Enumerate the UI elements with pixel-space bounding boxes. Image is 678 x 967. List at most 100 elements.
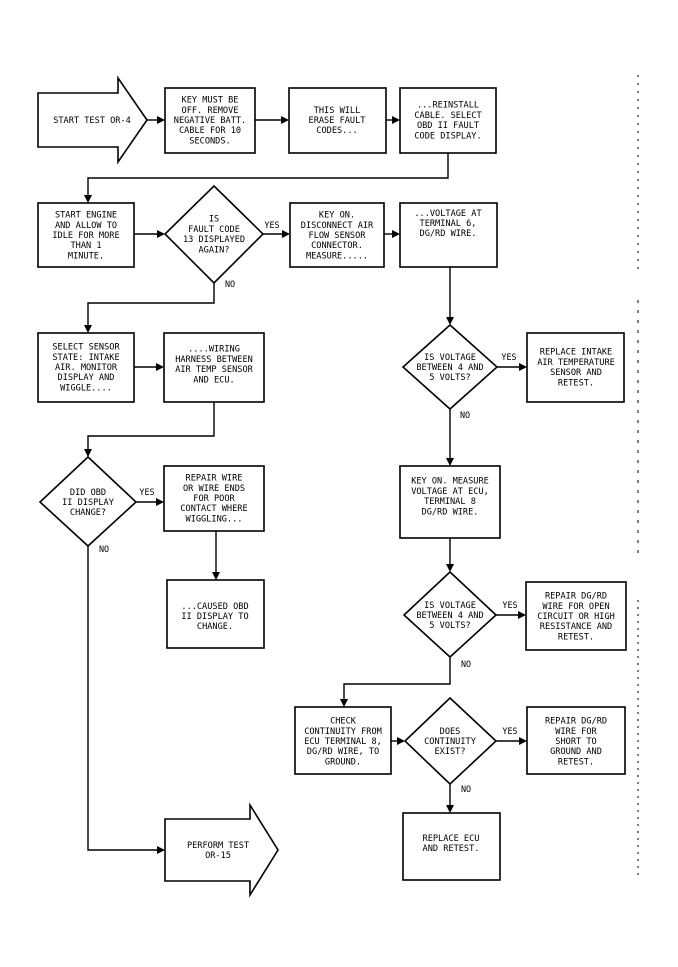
connectors [84,116,527,854]
node-label-line: RETEST. [558,632,594,642]
node-label-line: REPAIR DG/RD [545,592,607,602]
node-label-line: AND ECU. [193,375,234,385]
node-label-line: IS VOLTAGE [424,353,476,363]
repair-open-box [525,581,627,651]
node-label-line: IDLE FOR MORE [52,231,119,241]
node-label-line: DG/RD WIRE. [422,507,479,517]
key-on-disconnect-box [289,202,385,268]
node-label-line: AIR TEMP SENSOR [175,365,253,375]
node-label-line: REPLACE INTAKE [540,348,612,358]
node-label-line: IS [209,215,219,225]
node-label-line: KEY ON. [319,211,355,221]
node-label-line: NEGATIVE BATT. [174,116,246,126]
node-label-line: RETEST. [558,757,594,767]
node-label-line: FAULT CODE [188,225,240,235]
node-label-line: REPAIR WIRE [186,474,243,484]
node-label-line: THIS WILL [314,106,361,116]
node-label-line: MEASURE..... [306,251,368,261]
node-label-line: KEY ON. MEASURE [411,477,489,487]
start-engine-box [37,202,135,268]
continuity-yes-label: YES [502,726,517,736]
node-label-line: AIR. MONITOR [55,363,118,373]
node-label-line: CODES... [316,126,357,136]
node-label-line: BETWEEN 4 AND [416,611,483,621]
repair-wire-box [163,465,265,532]
node-label-line: START ENGINE [55,211,117,221]
node-label-line: FOR POOR [193,494,235,504]
continuity-decision-diamond [403,696,498,786]
key-on-measure-ecu-box [399,465,501,539]
continuity-no-label: NO [461,784,471,794]
code13-decision-diamond [163,184,265,285]
node-label-line: ...REINSTALL [417,101,479,111]
node-label-line: AGAIN? [198,245,229,255]
node-label-line: 13 DISPLAYED [183,235,245,245]
volt2-yes-label: YES [502,600,517,610]
node-label-line: CONNECTOR. [311,241,363,251]
node-label-line: TERMINAL 6, [420,219,477,229]
node-label-line: RETEST. [558,378,594,388]
node-label-line: IS VOLTAGE [424,601,476,611]
node-label-line: ECU TERMINAL 8, [304,737,382,747]
node-label-line: ERASE FAULT [309,116,366,126]
node-label-line: DISCONNECT AIR [301,221,374,231]
node-label-line: REPLACE ECU [423,834,480,844]
flowchart-nodes [37,75,627,898]
node-label-line: DOES [440,727,461,737]
code13-yes-label: YES [264,220,279,230]
node-label-line: OFF. REMOVE [182,106,239,116]
node-label-line: CHANGE? [70,508,106,518]
node-label-line: BETWEEN 4 AND [416,363,483,373]
node-label-line: 5 VOLTS? [429,373,470,383]
node-label-line: SECONDS. [189,136,230,146]
node-label-line: CHANGE. [197,622,233,632]
node-label-line: OR-15 [205,851,231,861]
node-label-line: HARNESS BETWEEN [175,355,253,365]
node-label-line: GROUND AND [550,747,602,757]
node-label-line: CONTINUITY FROM [304,727,382,737]
node-label-line: II DISPLAY TO [181,612,248,622]
node-label-line: II DISPLAY [62,498,115,508]
node-label-line: CONTINUITY [424,737,477,747]
node-label-line: WIRE FOR [555,727,597,737]
code13-no-label: NO [225,279,235,289]
voltage-decision-1-diamond [401,323,499,411]
volt1-yes-label: YES [501,352,516,362]
node-label-line: SHORT TO [555,737,596,747]
node-label-line: ...VOLTAGE AT [414,209,481,219]
volt1-no-label: NO [460,410,470,420]
node-label-line: MINUTE. [68,251,104,261]
node-label-line: ....WIRING [188,345,240,355]
display-decision-diamond [38,455,138,548]
node-label-line: OBD II FAULT [417,121,479,131]
node-label-line: ...CAUSED OBD [181,602,248,612]
display-yes-label: YES [139,487,154,497]
node-label-line: WIRE FOR OPEN [542,602,609,612]
node-label-line: AND ALLOW TO [55,221,117,231]
node-label-line: 5 VOLTS? [429,621,470,631]
select-sensor-box [37,332,135,403]
node-label-line: EXIST? [434,747,465,757]
start-test-label: START TEST OR-4 [53,116,131,126]
node-label-line: CABLE FOR 10 [179,126,241,136]
caused-change-box [166,579,265,649]
node-label-line: CIRCUIT OR HIGH [537,612,615,622]
node-label-line: FLOW SENSOR [309,231,367,241]
